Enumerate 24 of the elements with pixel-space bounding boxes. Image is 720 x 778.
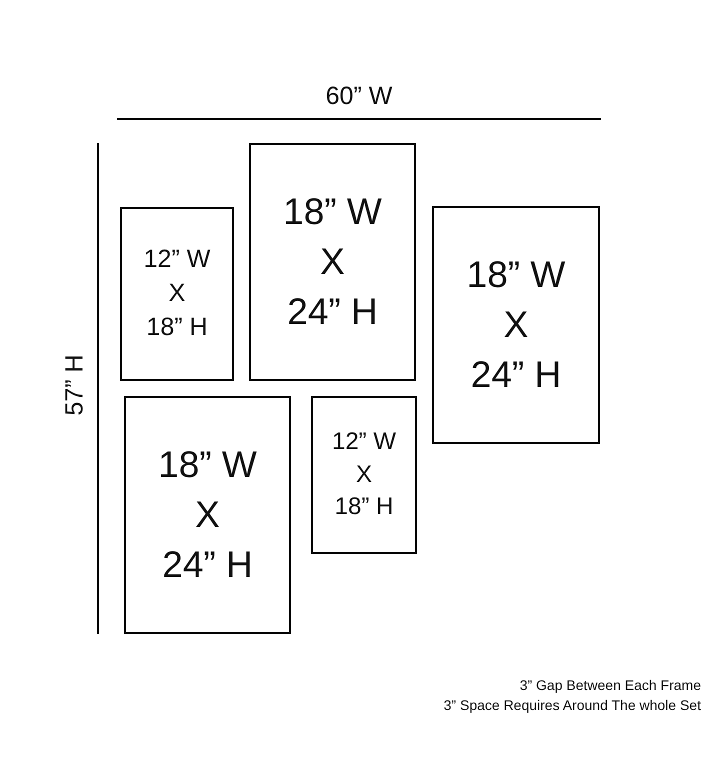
frame-outline: [249, 143, 416, 381]
frame-outline: [311, 396, 417, 554]
frame-size-text: X: [504, 303, 528, 348]
frame-outline: [432, 206, 600, 444]
dimension-label: 57” H: [60, 354, 90, 416]
frame-size-text: 18” W: [466, 253, 566, 298]
frame-size-text: 24” H: [162, 542, 253, 587]
frame-size-text: X: [168, 278, 186, 310]
frame-size-text: 18” W: [158, 443, 257, 488]
frame-size-text: X: [356, 460, 372, 490]
note-text: 3” Space Requires Around The whole Set: [444, 697, 701, 713]
dimension-label: 60” W: [326, 82, 392, 111]
note-text: 3” Gap Between Each Frame: [520, 677, 701, 693]
frame-size-text: 24” H: [287, 290, 378, 334]
frame-size-text: X: [195, 493, 220, 538]
frame-outline: [120, 207, 234, 381]
frame-size-text: 12” W: [332, 427, 396, 458]
frame-outline: [124, 396, 291, 634]
frame-size-text: 24” H: [470, 352, 562, 397]
frame-size-text: 18” H: [146, 312, 208, 343]
frame-size-text: 18” W: [283, 190, 382, 234]
frame-size-text: 12” W: [144, 244, 210, 276]
frame-size-text: X: [320, 240, 345, 284]
frame-size-text: 18” H: [334, 492, 394, 522]
